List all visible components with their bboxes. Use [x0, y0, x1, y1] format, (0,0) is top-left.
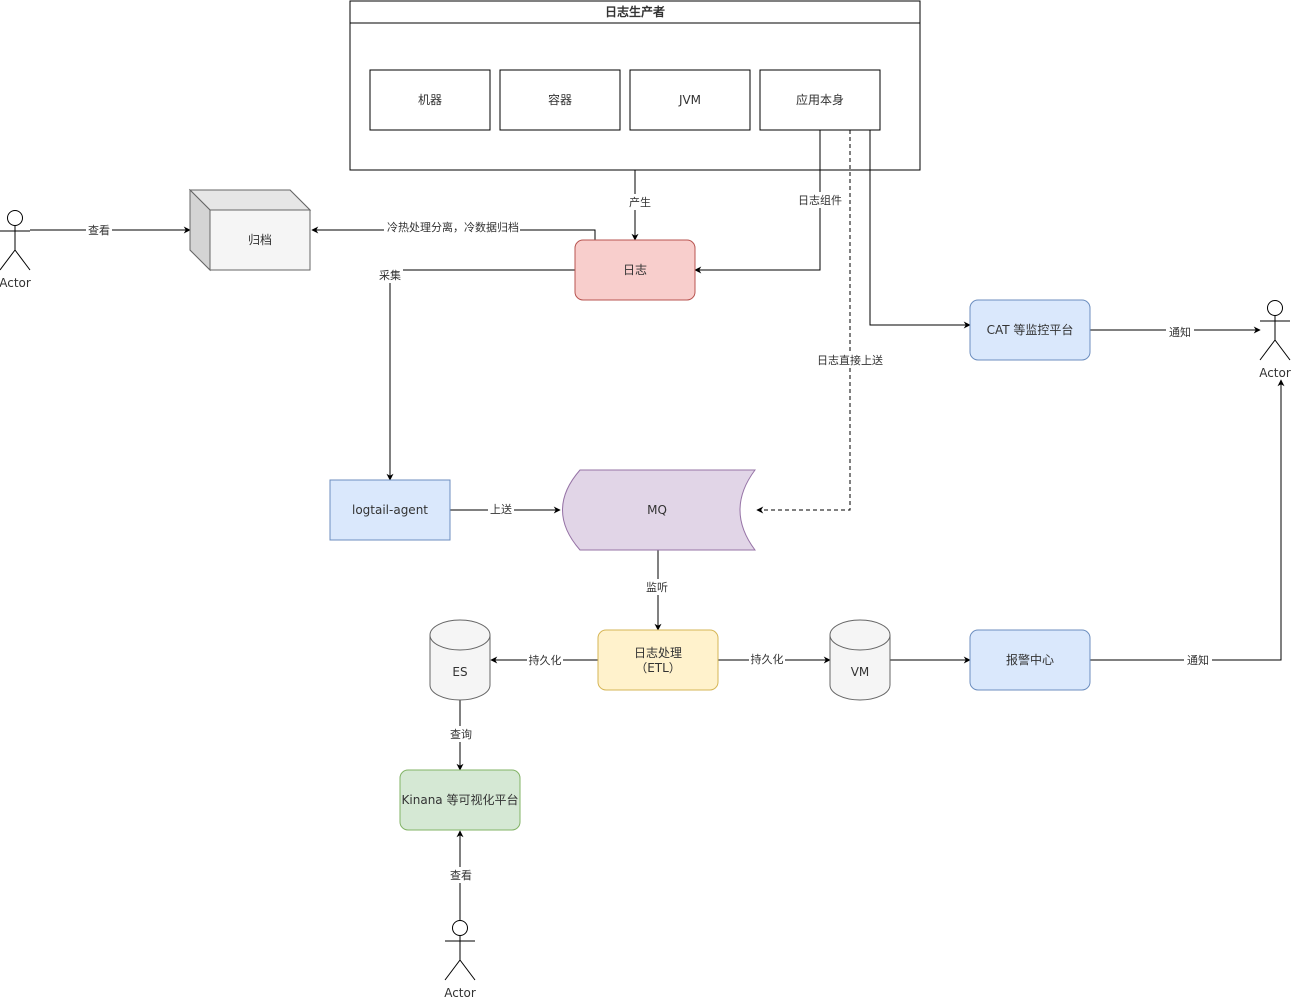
- node-label: VM: [851, 665, 870, 679]
- producer-item-label: 应用本身: [796, 92, 844, 107]
- actor-right-label: Actor: [1259, 366, 1291, 380]
- edge-label: 上送: [490, 502, 512, 516]
- node-label: ES: [452, 665, 467, 679]
- edge-listen: 监听: [644, 550, 670, 631]
- edge-view-kibana: 查看: [447, 830, 475, 920]
- edge-label: 通知: [1169, 325, 1191, 339]
- edge-label: 采集: [379, 268, 401, 282]
- actor-bottom-icon[interactable]: [444, 920, 476, 981]
- node-label: CAT 等监控平台: [987, 322, 1074, 337]
- edge-query: 查询: [447, 700, 475, 771]
- actor-left-label: Actor: [0, 276, 31, 290]
- edge-label: 日志组件: [798, 193, 842, 207]
- producer-title: 日志生产者: [605, 4, 665, 19]
- actor-left-icon[interactable]: [0, 210, 31, 271]
- producer-item-container[interactable]: 容器: [499, 69, 621, 131]
- edge-log-component: 日志组件: [694, 130, 844, 274]
- edge-collect: 采集: [377, 267, 575, 481]
- edge-direct-upload: 日志直接上送: [756, 130, 886, 514]
- node-log[interactable]: 日志: [574, 239, 696, 301]
- edge-view-archive: 查看: [30, 222, 191, 238]
- edge-notify-cat: 通知: [1090, 324, 1261, 340]
- producer-item-jvm[interactable]: JVM: [629, 69, 751, 131]
- edge-label: 通知: [1187, 653, 1209, 667]
- node-logtail-agent[interactable]: logtail-agent: [329, 479, 451, 541]
- node-vm-database[interactable]: VM: [829, 619, 891, 701]
- edge-label: 查看: [88, 223, 110, 237]
- edge-label: 日志直接上送: [817, 353, 883, 367]
- node-label: （ETL）: [635, 661, 681, 675]
- node-label: 日志: [623, 263, 647, 277]
- edge-label: 持久化: [529, 653, 562, 667]
- node-label: MQ: [647, 503, 667, 517]
- node-label: 报警中心: [1006, 652, 1054, 667]
- edge-label: 冷热处理分离，冷数据归档: [387, 220, 519, 234]
- actor-bottom-label: Actor: [444, 986, 476, 1000]
- edge-label: 持久化: [751, 652, 784, 666]
- producer-item-application[interactable]: 应用本身: [759, 69, 881, 131]
- edge-label: 监听: [646, 581, 668, 594]
- node-cat-monitor[interactable]: CAT 等监控平台: [969, 299, 1091, 361]
- producer-item-label: 容器: [548, 92, 572, 107]
- edge-persist-vm: 持久化: [718, 651, 831, 667]
- producer-item-machine[interactable]: 机器: [369, 69, 491, 131]
- node-kibana[interactable]: Kinana 等可视化平台: [399, 769, 521, 831]
- edge-produce: 产生: [626, 170, 656, 241]
- node-etl[interactable]: 日志处理 （ETL）: [597, 629, 719, 691]
- producer-item-label: 机器: [418, 93, 442, 107]
- node-label: 归档: [248, 233, 272, 247]
- node-alarm-center[interactable]: 报警中心: [969, 629, 1091, 691]
- edge-cold-hot-archive: 冷热处理分离，冷数据归档: [311, 219, 596, 240]
- edge-label: 产生: [629, 195, 651, 209]
- node-label: 日志处理: [634, 646, 682, 660]
- edge-label: 查看: [450, 868, 472, 882]
- node-archive[interactable]: 归档: [188, 188, 312, 272]
- node-label: Kinana 等可视化平台: [402, 792, 519, 807]
- edge-notify-alarm: 通知: [1090, 379, 1285, 668]
- node-es-database[interactable]: ES: [429, 619, 491, 701]
- edge-persist-es: 持久化: [490, 652, 598, 668]
- actor-right-icon[interactable]: [1259, 300, 1291, 361]
- node-mq[interactable]: MQ: [562, 469, 756, 551]
- edge-upload: 上送: [450, 501, 561, 517]
- producer-item-label: JVM: [678, 93, 701, 107]
- edge-label: 查询: [450, 727, 472, 741]
- edge-app-to-cat: [869, 130, 971, 329]
- node-label: logtail-agent: [352, 503, 428, 517]
